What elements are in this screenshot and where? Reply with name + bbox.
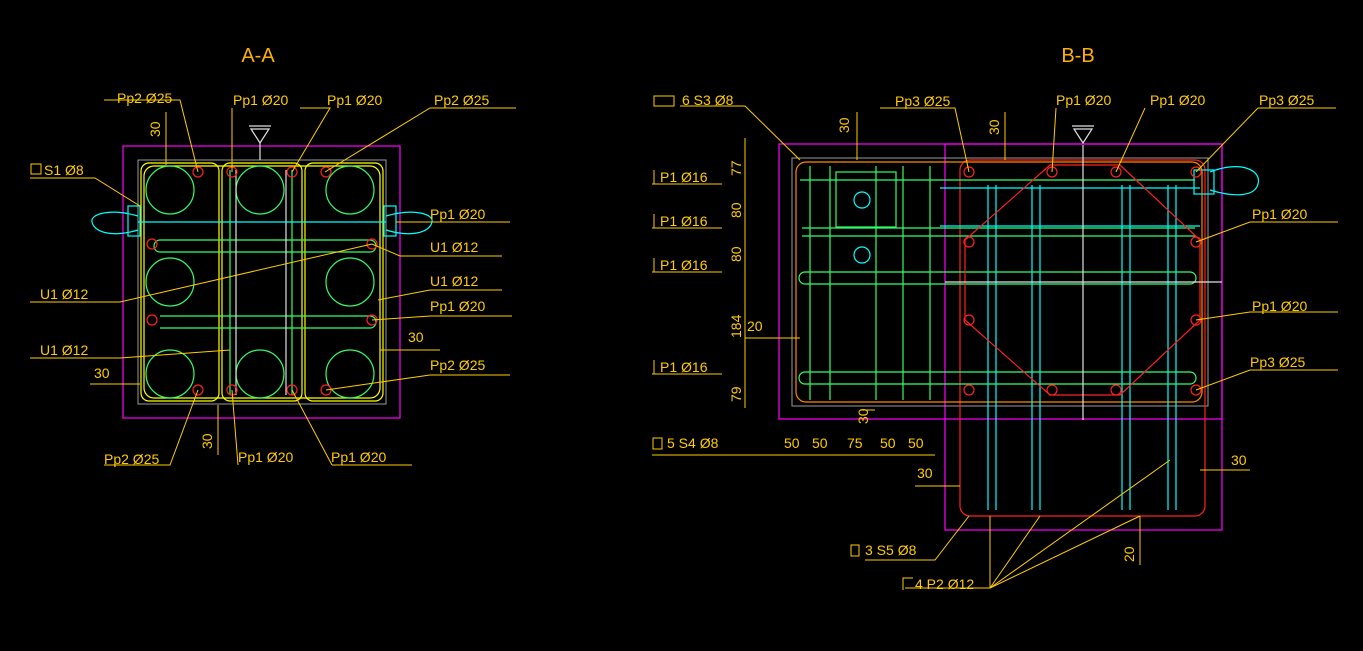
aa-ducts	[145, 165, 375, 399]
bb-concrete-outline-lower	[944, 143, 1223, 531]
section-aa-title: A-A	[241, 45, 275, 67]
aa-label-u1-right-1: U1 Ø12	[430, 239, 478, 255]
bb-dim-80-a: 80	[728, 202, 744, 218]
aa-label-pp2-top-right: Pp2 Ø25	[434, 92, 489, 108]
aa-label-pp2-right: Pp2 Ø25	[430, 357, 485, 373]
bb-dim-77: 77	[728, 160, 744, 176]
bb-label-pp1-right-2: Pp1 Ø20	[1252, 298, 1307, 314]
bb-dim-50-d: 50	[908, 435, 924, 451]
section-aa: A-A	[30, 45, 516, 467]
aa-label-u1-right-2: U1 Ø12	[430, 273, 478, 289]
aa-stirrups	[140, 162, 384, 402]
aa-label-u1-left-2: U1 Ø12	[40, 342, 88, 358]
bb-label-s5: 3 S5 Ø8	[865, 542, 917, 558]
aa-u-bars	[153, 170, 377, 395]
bb-label-p2: 4 P2 Ø12	[915, 576, 974, 592]
aa-dim-bottom: 30	[199, 433, 215, 449]
section-bb-title: B-B	[1061, 45, 1094, 67]
bb-dim-top-2: 30	[986, 119, 1002, 135]
bb-dim-20-left: 20	[747, 318, 763, 334]
bb-label-pp3-top-left: Pp3 Ø25	[895, 93, 950, 109]
bb-dim-top-1: 30	[836, 117, 852, 133]
bb-dim-30-left: 30	[917, 465, 933, 481]
aa-label-pp2-top-left: Pp2 Ø25	[117, 90, 172, 106]
bb-dim-50-a: 50	[784, 435, 800, 451]
bb-dim-30-bottom: 30	[855, 408, 871, 424]
bb-label-p1-b: P1 Ø16	[660, 213, 708, 229]
bb-label-pp3-right: Pp3 Ø25	[1250, 354, 1305, 370]
aa-label-u1-left-1: U1 Ø12	[40, 286, 88, 302]
section-bb: B-B	[652, 45, 1338, 592]
bb-label-pp1-top-2: Pp1 Ø20	[1150, 92, 1205, 108]
bb-dim-20-bottom: 20	[1121, 546, 1137, 562]
bb-label-p1-a: P1 Ø16	[660, 169, 708, 185]
bb-label-p1-c: P1 Ø16	[660, 257, 708, 273]
bb-rebar-dots	[963, 166, 1202, 396]
bb-dim-30-right: 30	[1231, 452, 1247, 468]
aa-concrete-outline	[122, 145, 401, 419]
bb-level-marker-icon	[1072, 125, 1094, 145]
bb-diagonal-stirrup	[964, 164, 1201, 396]
aa-dim-left: 30	[94, 365, 110, 381]
aa-label-s1: S1 Ø8	[44, 162, 84, 178]
bb-label-pp3-top-right: Pp3 Ø25	[1259, 92, 1314, 108]
aa-s1-symbol-icon	[30, 163, 42, 175]
aa-level-marker-icon	[249, 125, 271, 160]
aa-cover-line	[137, 159, 387, 405]
aa-rebar-dots	[146, 166, 378, 396]
bb-p2-bars	[940, 185, 1200, 510]
aa-label-pp1-top-2: Pp1 Ø20	[327, 92, 382, 108]
bb-p1-bars	[798, 166, 1197, 400]
aa-label-pp1-bottom-2: Pp1 Ø20	[331, 449, 386, 465]
aa-label-pp1-right-1: Pp1 Ø20	[430, 206, 485, 222]
bb-s3-symbol-icon	[653, 95, 675, 107]
bb-label-pp1-right-1: Pp1 Ø20	[1252, 206, 1307, 222]
bb-s5-symbol-icon	[850, 544, 860, 557]
bb-dim-75: 75	[847, 435, 863, 451]
bb-s4-symbol-icon	[652, 437, 663, 450]
bb-dim-50-b: 50	[812, 435, 828, 451]
aa-label-pp2-bottom-left: Pp2 Ø25	[104, 451, 159, 467]
aa-s1-tie	[91, 205, 433, 237]
bb-lifting-loop	[1193, 166, 1259, 196]
bb-label-pp1-top-1: Pp1 Ø20	[1056, 92, 1111, 108]
bb-dim-79: 79	[728, 386, 744, 402]
aa-dim-top: 30	[147, 121, 163, 137]
bb-p2-symbol-icon	[902, 577, 913, 590]
bb-dim-184: 184	[728, 314, 744, 338]
bb-leaders	[652, 105, 1338, 589]
bb-center-lines	[945, 145, 1222, 420]
bb-dim-50-c: 50	[880, 435, 896, 451]
aa-dim-right: 30	[408, 329, 424, 345]
bb-anchor-plate	[835, 171, 897, 264]
aa-label-pp1-top-1: Pp1 Ø20	[233, 92, 288, 108]
bb-dim-80-b: 80	[728, 246, 744, 262]
aa-leaders	[30, 99, 516, 466]
bb-label-p1-d: P1 Ø16	[660, 359, 708, 375]
aa-label-pp1-bottom-1: Pp1 Ø20	[238, 449, 293, 465]
bb-label-s3: 6 S3 Ø8	[682, 92, 734, 108]
bb-label-s4: 5 S4 Ø8	[667, 435, 719, 451]
aa-label-pp1-right-2: Pp1 Ø20	[430, 298, 485, 314]
